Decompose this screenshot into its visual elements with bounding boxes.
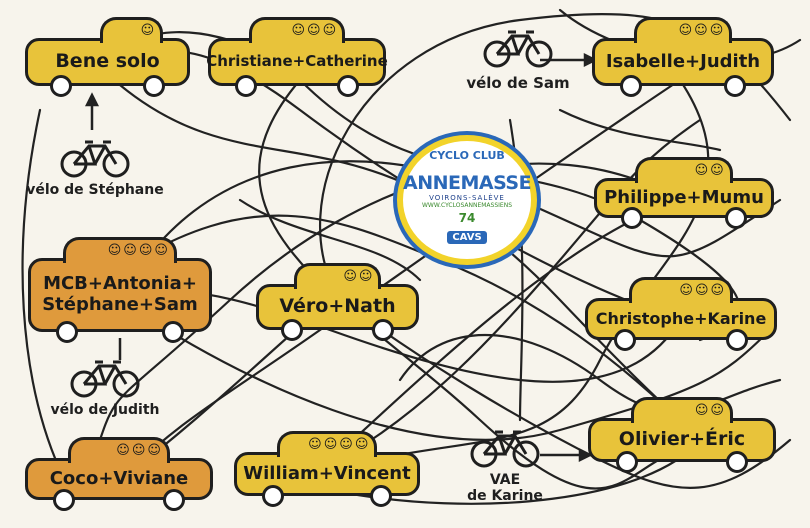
wheel <box>280 319 303 341</box>
car-label: Isabelle+Judith <box>605 50 761 72</box>
wheel <box>53 489 76 511</box>
bike-judith: vélo de Judith <box>35 358 175 418</box>
person-face-icon: ☺ <box>679 283 693 299</box>
bike-label: vélo de Judith <box>50 402 160 418</box>
car-label: Christiane+Catherine <box>206 52 388 71</box>
person-face-icon: ☺ <box>123 243 137 259</box>
person-face-icon: ☺ <box>147 443 161 459</box>
wheel <box>621 207 644 229</box>
wheel <box>336 75 359 97</box>
car-cabin: ☺☺☺☺ <box>276 431 378 457</box>
wheel <box>725 451 748 473</box>
car-cabin: ☺☺ <box>631 397 733 423</box>
car-label: Coco+Viviane <box>49 467 189 489</box>
wheel <box>614 329 637 351</box>
person-face-icon: ☺ <box>710 283 725 299</box>
wheel <box>162 489 185 511</box>
person-face-icon: ☺ <box>710 163 724 179</box>
bicycle-icon <box>70 360 140 398</box>
person-face-icon: ☺ <box>694 163 709 179</box>
wheel <box>142 75 165 97</box>
bicycle-icon <box>470 430 540 468</box>
bike-label: vélo de Sam <box>466 74 570 92</box>
person-face-icon: ☺ <box>678 23 693 39</box>
car-label: Véro+Nath <box>279 295 396 318</box>
person-face-icon: ☺ <box>116 443 130 459</box>
person-face-icon: ☺ <box>138 243 153 259</box>
logo-url: WWW.CYCLOSANNEMASSIENS <box>421 202 513 209</box>
car-mcb-antonia-stephane-sam: ☺☺☺☺ MCB+Antonia+ Stéphane+Sam <box>28 237 212 343</box>
person-face-icon: ☺ <box>322 23 337 39</box>
wheel <box>619 75 642 97</box>
bike-sam: vélo de Sam <box>448 28 588 92</box>
car-cabin: ☺☺ <box>293 263 382 289</box>
car-cabin: ☺☺☺ <box>628 277 734 303</box>
person-face-icon: ☺ <box>140 23 155 39</box>
bicycle-icon <box>483 30 553 68</box>
wheel <box>50 75 73 97</box>
car-cabin: ☺☺☺☺ <box>63 237 177 263</box>
car-philippe-mumu: ☺☺ Philippe+Mumu <box>594 157 774 229</box>
wheel <box>724 207 747 229</box>
car-label-line2: Stéphane+Sam <box>42 294 198 315</box>
person-face-icon: ☺ <box>694 403 709 419</box>
wheel <box>369 485 392 507</box>
bike-label-line1: VAE <box>489 472 521 488</box>
person-face-icon: ☺ <box>343 269 357 285</box>
car-cabin: ☺☺ <box>635 157 733 183</box>
logo-top: CYCLO CLUB <box>429 149 505 162</box>
person-face-icon: ☺ <box>709 23 724 39</box>
logo-badge: CAVS <box>447 231 487 244</box>
car-cabin: ☺ <box>99 17 164 43</box>
bike-label-line2: de Karine <box>467 488 543 504</box>
car-christophe-karine: ☺☺☺ Christophe+Karine <box>585 277 777 351</box>
car-label-line1: MCB+Antonia+ <box>43 273 197 295</box>
car-cabin: ☺☺☺ <box>633 17 733 43</box>
wheel <box>725 329 748 351</box>
person-face-icon: ☺ <box>291 23 306 39</box>
car-william-vincent: ☺☺☺☺ William+Vincent <box>234 431 420 507</box>
wheel <box>162 321 185 343</box>
car-christiane-catherine: ☺☺☺ Christiane+Catherine <box>206 17 388 97</box>
car-label: Christophe+Karine <box>595 308 767 328</box>
person-face-icon: ☺ <box>339 437 353 453</box>
person-face-icon: ☺ <box>694 23 708 39</box>
logo-club: ANNEMASSE <box>403 172 532 194</box>
person-face-icon: ☺ <box>308 437 322 453</box>
car-olivier-eric: ☺☺ Olivier+Éric <box>588 397 776 473</box>
person-face-icon: ☺ <box>323 437 338 453</box>
bicycle-icon <box>60 140 130 178</box>
car-cabin: ☺☺☺ <box>68 437 170 463</box>
person-face-icon: ☺ <box>307 23 321 39</box>
person-face-icon: ☺ <box>694 283 709 299</box>
car-label: William+Vincent <box>243 462 411 484</box>
car-label: Olivier+Éric <box>618 428 746 451</box>
person-face-icon: ☺ <box>107 243 122 259</box>
wheel <box>372 319 395 341</box>
car-label: Bene solo <box>55 50 160 73</box>
logo-subtitle: VOIRONS-SALÈVE <box>429 194 505 202</box>
car-cabin: ☺☺☺ <box>248 17 346 43</box>
club-logo: CYCLO CLUB ANNEMASSE VOIRONS-SALÈVE WWW.… <box>397 135 537 265</box>
person-face-icon: ☺ <box>354 437 369 453</box>
person-face-icon: ☺ <box>154 243 168 259</box>
bike-label: vélo de Stéphane <box>26 182 164 198</box>
wheel <box>724 75 747 97</box>
car-label: Philippe+Mumu <box>604 186 764 208</box>
wheel <box>235 75 258 97</box>
person-face-icon: ☺ <box>131 443 146 459</box>
logo-badge-num: 74 <box>458 211 476 225</box>
car-bene: ☺ Bene solo <box>25 17 190 97</box>
wheel <box>616 451 639 473</box>
wheel <box>262 485 285 507</box>
person-face-icon: ☺ <box>710 403 724 419</box>
bike-karine: VAE de Karine <box>450 428 560 504</box>
car-vero-nath: ☺☺ Véro+Nath <box>256 263 419 341</box>
wheel <box>55 321 78 343</box>
car-coco-viviane: ☺☺☺ Coco+Viviane <box>25 437 213 511</box>
bike-stephane: vélo de Stéphane <box>20 138 170 198</box>
car-isabelle-judith: ☺☺☺ Isabelle+Judith <box>592 17 774 97</box>
person-face-icon: ☺ <box>358 269 373 285</box>
